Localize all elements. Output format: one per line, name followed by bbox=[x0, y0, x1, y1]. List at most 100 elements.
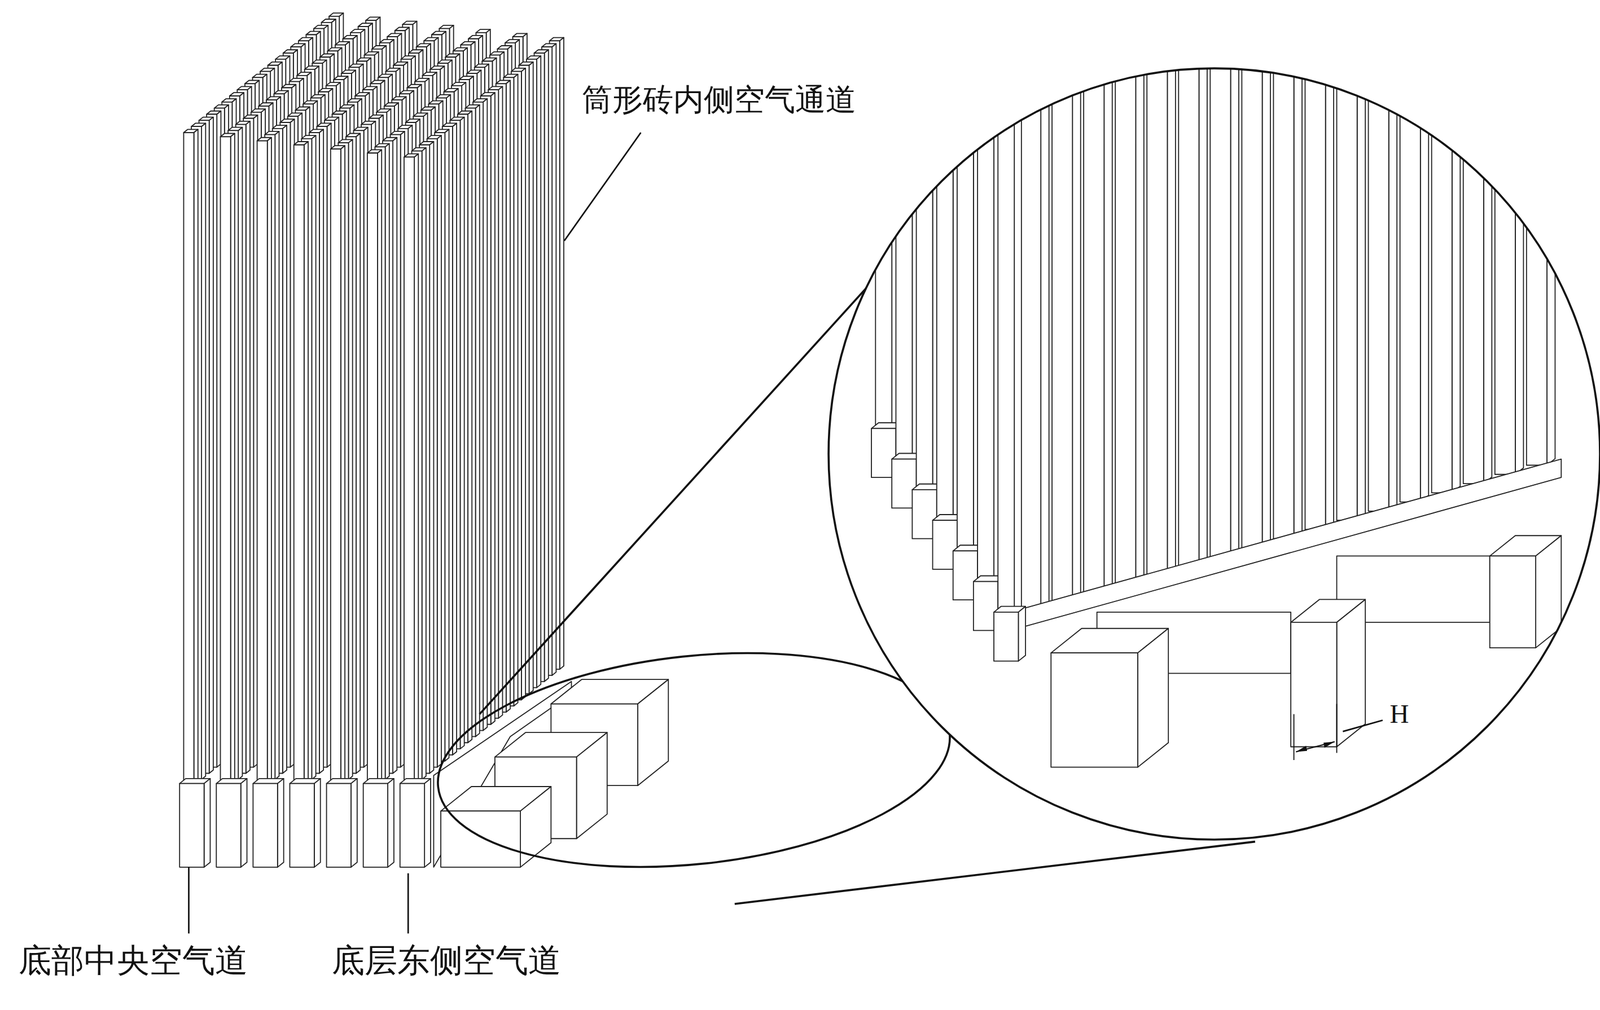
brick-slab bbox=[551, 43, 556, 676]
bottom-air-duct-block bbox=[277, 778, 284, 868]
magnifier-line bbox=[734, 842, 1256, 905]
zoom-brick-slab bbox=[1020, 0, 1041, 613]
brick-slab bbox=[422, 147, 427, 780]
brick-slab bbox=[257, 141, 268, 787]
zoom-brick-slab bbox=[1368, 0, 1389, 512]
bottom-air-duct-block bbox=[326, 783, 352, 868]
zoom-duct-block bbox=[993, 612, 1019, 662]
brick-slab bbox=[475, 104, 480, 738]
brick-slab bbox=[513, 74, 518, 707]
detail-ellipse bbox=[427, 629, 961, 891]
zoom-brick-slab bbox=[1337, 0, 1358, 521]
brick-slab bbox=[220, 136, 231, 786]
brick-slab bbox=[267, 137, 272, 786]
brick-slab bbox=[536, 55, 541, 688]
brick-slab bbox=[282, 125, 287, 774]
zoom-brick-slab bbox=[1115, 0, 1136, 585]
brick-slab bbox=[498, 86, 503, 719]
bottom-air-duct-block bbox=[240, 778, 248, 868]
part-label: 底层东侧空气道 bbox=[331, 943, 561, 980]
part-label: 筒形砖内侧空气通道 bbox=[581, 83, 857, 118]
bottom-air-duct-block bbox=[351, 778, 358, 868]
east-duct-block bbox=[637, 679, 669, 786]
bottom-air-duct-block bbox=[179, 783, 204, 868]
brick-slab bbox=[209, 117, 214, 774]
brick-slab bbox=[230, 133, 235, 787]
leader-line bbox=[187, 867, 190, 935]
bottom-air-duct-block bbox=[314, 778, 321, 868]
leader-line bbox=[407, 873, 410, 935]
zoom-brick-slab bbox=[1294, 0, 1303, 539]
east-duct-block bbox=[440, 811, 521, 867]
brick-slab bbox=[201, 123, 206, 780]
zoom-brick-slab bbox=[1051, 0, 1073, 604]
brick-slab bbox=[367, 152, 378, 786]
dimension-arrowhead bbox=[1295, 746, 1308, 753]
zoom-duct-block bbox=[1290, 622, 1337, 748]
bottom-air-duct-block bbox=[387, 778, 394, 868]
brick-slab bbox=[348, 139, 353, 780]
leader-line bbox=[564, 132, 642, 241]
zoom-brick-slab bbox=[1103, 0, 1112, 594]
zoom-brick-slab bbox=[1040, 0, 1049, 613]
brick-slab bbox=[467, 111, 472, 744]
zoom-brick-slab bbox=[1178, 0, 1199, 567]
zoom-brick-slab bbox=[1463, 0, 1484, 484]
bottom-air-duct-block bbox=[216, 783, 241, 868]
zoom-brick-slab bbox=[1210, 0, 1231, 558]
zoom-duct-block bbox=[1050, 652, 1138, 768]
brick-slab bbox=[459, 117, 464, 750]
brick-slab bbox=[491, 92, 495, 725]
dimension-extension bbox=[1293, 714, 1295, 761]
zoom-duct-block bbox=[1337, 599, 1366, 747]
brick-slab bbox=[294, 145, 305, 786]
bottom-air-duct-block bbox=[204, 778, 211, 868]
zoom-brick-slab bbox=[1014, 0, 1022, 613]
dimension-extension bbox=[1336, 704, 1338, 754]
zoom-duct-block bbox=[1137, 628, 1169, 768]
brick-slab bbox=[392, 137, 397, 774]
brick-slab bbox=[506, 80, 511, 713]
brick-slab bbox=[304, 141, 309, 786]
zoom-brick-slab bbox=[1495, 0, 1516, 475]
zoom-brick-slab bbox=[1146, 0, 1168, 576]
zoom-brick-slab bbox=[1483, 0, 1492, 484]
zoom-brick-slab bbox=[1262, 0, 1271, 549]
part-label: 底部中央空气道 bbox=[18, 943, 248, 980]
brick-slab bbox=[377, 149, 382, 786]
leader-line bbox=[1342, 720, 1383, 732]
zoom-brick-slab bbox=[1452, 0, 1461, 493]
zoom-brick-slab bbox=[1198, 0, 1207, 567]
bottom-air-duct-block bbox=[400, 783, 425, 868]
zoom-brick-slab bbox=[1515, 0, 1524, 475]
zoom-duct-block bbox=[1018, 606, 1026, 662]
brick-slab bbox=[194, 129, 199, 786]
brick-slab bbox=[414, 154, 419, 787]
brick-slab bbox=[330, 148, 341, 786]
zoom-brick-slab bbox=[1325, 0, 1334, 530]
zoom-brick-slab bbox=[1431, 0, 1453, 493]
brick-slab bbox=[183, 132, 194, 786]
bottom-air-duct-block bbox=[363, 783, 388, 868]
zoom-brick-slab bbox=[957, 0, 974, 551]
zoom-brick-slab bbox=[1357, 0, 1366, 521]
brick-slab bbox=[528, 62, 533, 695]
zoom-brick-slab bbox=[1400, 0, 1421, 503]
zoom-brick-slab bbox=[916, 0, 933, 490]
zoom-brick-slab bbox=[895, 0, 913, 460]
brick-slab bbox=[274, 131, 279, 780]
brick-slab bbox=[544, 49, 549, 682]
brick-slab bbox=[521, 68, 526, 701]
brick-slab bbox=[385, 143, 390, 780]
zoom-brick-slab bbox=[1420, 0, 1429, 503]
zoom-brick-slab bbox=[1388, 0, 1397, 512]
zoom-brick-slab bbox=[1546, 0, 1555, 466]
zoom-duct-block bbox=[1489, 555, 1536, 648]
brick-slab bbox=[340, 145, 345, 786]
brick-slab bbox=[319, 129, 324, 774]
zoom-brick-slab bbox=[1135, 0, 1144, 585]
zoom-brick-slab bbox=[1241, 0, 1262, 549]
bottom-air-duct-block bbox=[252, 783, 278, 868]
brick-slab bbox=[356, 133, 361, 774]
